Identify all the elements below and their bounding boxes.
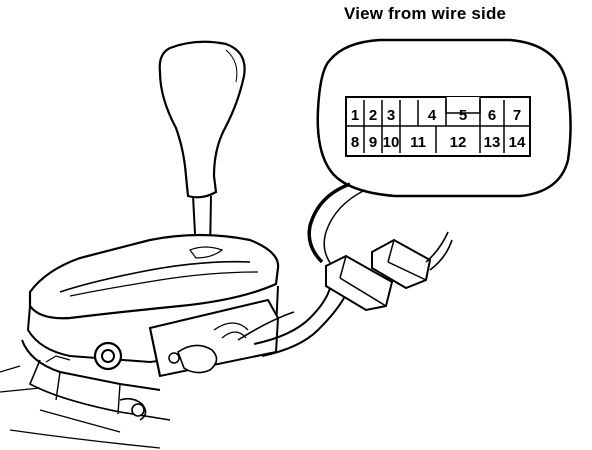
top-row-pin-2: 2	[369, 107, 377, 124]
bottom-row-pin-11: 11	[410, 134, 426, 151]
bottom-row-pin-12: 12	[450, 134, 467, 151]
harness-connector-female	[371, 231, 453, 290]
top-row-pin-6: 6	[488, 107, 496, 124]
top-row-pin-4: 4	[428, 107, 437, 124]
bottom-row-pin-9: 9	[369, 134, 377, 151]
wire-harness	[237, 287, 345, 357]
shift-knob	[158, 40, 246, 199]
top-row-pin-3: 3	[387, 107, 395, 124]
shifter-housing	[0, 233, 280, 449]
harness-connector-male	[325, 254, 394, 312]
top-row-pin-1: 1	[351, 107, 359, 124]
view-caption: View from wire side	[344, 4, 507, 23]
top-row-pin-7: 7	[513, 107, 521, 124]
bottom-row-pin-8: 8	[351, 134, 359, 151]
top-row-pin-5: 5	[459, 107, 467, 124]
bottom-row-pin-14: 14	[509, 134, 526, 151]
bottom-row-pin-10: 10	[383, 134, 400, 151]
bottom-row-pin-13: 13	[484, 134, 501, 151]
